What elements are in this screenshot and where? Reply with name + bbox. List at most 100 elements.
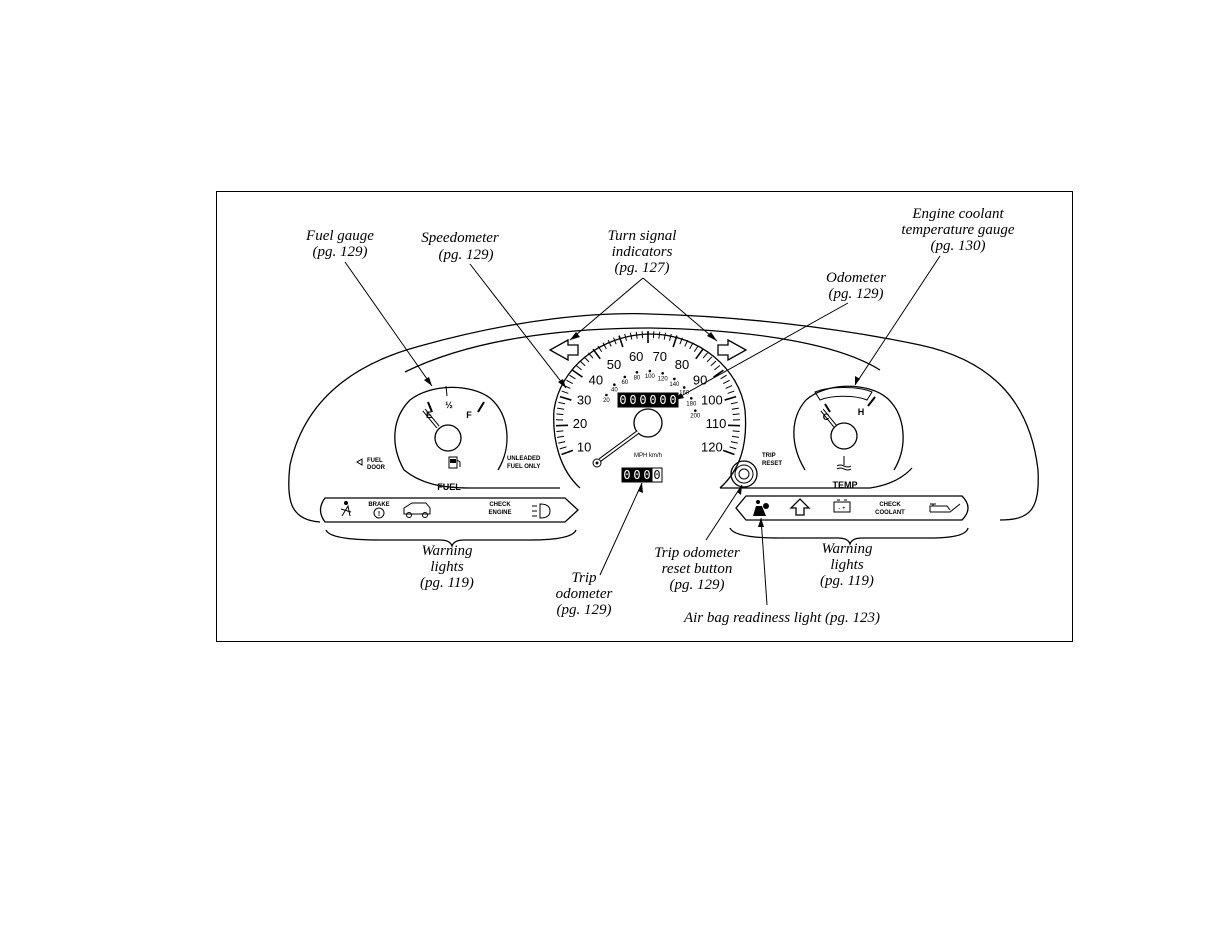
right-turn-signal-icon [717,338,748,362]
speed-tick [689,342,694,350]
speed-tick [588,352,594,359]
mph-tick-label: 50 [607,357,621,372]
speed-tick [563,385,571,389]
callout-warning-left-line1: Warning [421,543,473,559]
kmh-tick-label: 20 [603,398,610,404]
callout-trip-odometer-line2: odometer [556,586,613,602]
temp-cold-label: C [823,412,830,422]
speed-tick [559,446,567,450]
kmh-tick-dot [673,377,676,381]
speed-tick [725,385,733,389]
callout-trip-reset-line2: reset button [662,561,733,577]
kmh-tick-dot [682,386,686,389]
speed-tick [714,365,721,371]
callout-trip-odometer: Trip odometer (pg. 129) [556,570,613,618]
check-engine-label-2: ENGINE [488,510,511,516]
mph-tick-label: 10 [577,439,591,454]
speed-tick [558,401,566,405]
speed-tick [730,441,738,444]
fuel-empty-label: E [426,410,432,420]
mph-tick-label: 30 [577,393,591,408]
callout-fuel-gauge-page: (pg. 129) [313,244,368,260]
trip-reset-button[interactable] [730,460,758,488]
callout-warning-right-line1: Warning [821,541,873,557]
speed-tick [729,446,737,450]
oil-can-icon [929,503,961,513]
callout-trip-odometer-line1: Trip [571,570,597,586]
mph-tick-label: 80 [675,357,689,372]
speed-tick [702,352,708,359]
warning-strip-right: - + CHECK COOLANT [735,495,969,521]
speedometer-ticks [556,331,740,456]
speed-tick [592,348,601,360]
trip-odometer-digit: 0 [643,468,650,482]
speed-tick [724,395,737,401]
callout-trip-reset-line1: Trip odometer [654,545,740,561]
callout-trip-odometer-page: (pg. 129) [557,602,612,618]
speed-tick [684,339,689,347]
svg-text:!: ! [378,511,380,518]
speed-tick [559,395,572,401]
speed-tick [629,332,633,340]
callout-warning-right-page: (pg. 119) [820,573,874,589]
diagram-frame [216,191,1073,642]
speed-tick [561,390,569,394]
odometer-digit: 0 [659,393,666,407]
callout-trip-reset-page: (pg. 129) [670,577,725,593]
kmh-tick-label: 120 [658,376,669,382]
headlamp-icon [532,503,551,519]
mph-tick-label: 70 [653,349,667,364]
speed-tick [669,333,672,341]
warning-strip-left: BRAKE ! CHECK ENGINE [319,497,579,523]
odometer-digit: 0 [649,393,656,407]
kmh-tick-label: 180 [686,401,697,407]
callout-turn-signal-line1: Turn signal [608,228,677,244]
speed-tick [556,430,564,433]
check-engine-label-1: CHECK [489,502,511,508]
check-coolant-label-2: COOLANT [875,510,905,516]
kmh-tick-label: 100 [645,374,656,380]
speed-tick [572,369,583,378]
callout-turn-signal: Turn signal indicators (pg. 127) [608,228,677,276]
speed-tick [624,333,627,341]
fuel-full-label: F [466,410,472,420]
speed-tick [723,379,730,384]
speed-tick [618,335,624,348]
fuel-door-label-2: DOOR [367,465,386,471]
odometer-digit-cell [667,392,679,408]
kmh-tick-dot [635,370,639,374]
speed-tick [710,360,717,367]
cluster-housing [288,313,1039,523]
temp-hot-label: H [858,407,865,417]
mph-tick-label: 60 [629,349,643,364]
shift-up-icon [789,498,811,516]
speed-tick [602,342,607,350]
fuel-door-arrow-icon [356,458,363,466]
speed-tick [706,356,713,363]
speed-tick [597,345,603,352]
brace-left [325,529,577,549]
speed-tick [557,435,565,438]
odometer-digit: 0 [629,393,636,407]
mph-tick-label: 90 [693,372,707,387]
fuel-gauge-hub [434,424,462,452]
kmh-tick-label: 140 [669,382,680,388]
mph-tick-label: 20 [573,416,587,431]
left-turn-signal-icon [548,338,579,362]
vehicle-icon [403,502,431,518]
trip-reset-label-2: RESET [762,461,782,467]
callout-trip-reset: Trip odometer reset button (pg. 129) [654,545,740,593]
speed-tick [557,407,565,410]
trip-odometer-digit-cell [651,467,663,483]
fuel-pump-icon [448,456,461,469]
speed-tick [727,390,735,394]
odometer-digit: 0 [639,393,646,407]
callout-turn-signal-line2: indicators [612,244,673,260]
callout-engine-coolant-page: (pg. 130) [931,238,986,254]
seatbelt-icon [340,501,352,517]
speed-tick [635,331,638,339]
